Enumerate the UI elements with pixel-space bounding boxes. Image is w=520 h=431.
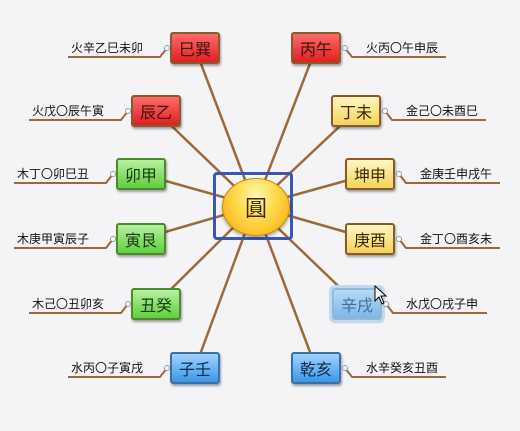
leaf-label[interactable]: 火丙〇午申辰 <box>366 41 439 55</box>
node-label: 卯甲 <box>124 166 157 185</box>
leaf-connector-line <box>385 303 487 314</box>
node-label: 庚酉 <box>353 231 386 250</box>
leaf-connector-line <box>29 110 129 121</box>
leaf-connector-line <box>398 173 500 184</box>
center-node[interactable]: 圓 <box>222 178 290 236</box>
collapse-dot-icon[interactable] <box>342 45 348 51</box>
leaf-connector-line <box>29 303 129 314</box>
leaf-label[interactable]: 木庚甲寅辰子 <box>17 232 90 246</box>
leaf-label[interactable]: 火辛乙巳未卯 <box>71 41 144 55</box>
collapse-dot-icon[interactable] <box>110 236 116 242</box>
leaf-label[interactable]: 金丁〇酉亥未 <box>420 232 493 246</box>
leaf-label[interactable]: 火戊〇辰午寅 <box>32 104 105 118</box>
node-geng-you[interactable]: 庚酉 <box>345 223 395 255</box>
node-label: 寅艮 <box>124 231 157 250</box>
node-label: 丙午 <box>299 40 332 59</box>
node-label: 坤申 <box>353 166 386 185</box>
leaf-label[interactable]: 金己〇未酉巳 <box>406 104 479 118</box>
leaf-connector-line <box>14 173 114 184</box>
leaf-label[interactable]: 木己〇丑卯亥 <box>32 297 105 311</box>
collapse-dot-icon[interactable] <box>382 108 388 114</box>
leaf-connector-line <box>68 47 168 58</box>
leaf-label[interactable]: 水丙〇子寅戌 <box>71 361 144 375</box>
collapse-dot-icon[interactable] <box>164 365 170 371</box>
leaf-connector-line <box>344 367 446 378</box>
collapse-dot-icon[interactable] <box>164 45 170 51</box>
collapse-dot-icon[interactable] <box>396 236 402 242</box>
collapse-dot-icon[interactable] <box>125 301 131 307</box>
node-kun-shen[interactable]: 坤申 <box>345 158 395 190</box>
collapse-dot-icon[interactable] <box>110 171 116 177</box>
mouse-cursor-icon <box>374 285 388 305</box>
leaf-connector-line <box>384 110 486 121</box>
node-qian-hai[interactable]: 乾亥 <box>291 352 341 384</box>
node-label: 丁未 <box>339 103 372 122</box>
leaf-connector-line <box>344 47 446 58</box>
node-si-xun[interactable]: 巳巽 <box>170 32 220 64</box>
node-label: 丑癸 <box>139 296 172 315</box>
node-yin-gen[interactable]: 寅艮 <box>116 223 166 255</box>
node-label: 辰乙 <box>139 103 172 122</box>
leaf-label[interactable]: 木丁〇卯巳丑 <box>17 167 90 181</box>
leaf-connector-line <box>398 238 500 249</box>
node-bing-wu[interactable]: 丙午 <box>291 32 341 64</box>
node-mao-jia[interactable]: 卯甲 <box>116 158 166 190</box>
node-label: 辛戌 <box>340 296 373 315</box>
node-ding-wei[interactable]: 丁未 <box>331 95 381 127</box>
leaf-label[interactable]: 金庚壬申戌午 <box>420 167 493 181</box>
node-label: 巳巽 <box>178 40 211 59</box>
node-chou-gui[interactable]: 丑癸 <box>131 288 181 320</box>
node-chen-yi[interactable]: 辰乙 <box>131 95 181 127</box>
node-zi-ren[interactable]: 子壬 <box>170 352 220 384</box>
leaf-label[interactable]: 水辛癸亥丑酉 <box>366 361 439 375</box>
collapse-dot-icon[interactable] <box>125 108 131 114</box>
center-selection-frame <box>213 172 293 240</box>
collapse-dot-icon[interactable] <box>396 171 402 177</box>
collapse-dot-icon[interactable] <box>383 301 389 307</box>
leaf-connector-line <box>14 238 114 249</box>
node-xin-xu[interactable]: 辛戌 <box>329 285 385 323</box>
leaf-connector-line <box>68 367 168 378</box>
node-label: 乾亥 <box>299 360 332 379</box>
collapse-dot-icon[interactable] <box>342 365 348 371</box>
leaf-label[interactable]: 水戊〇戌子申 <box>406 297 479 311</box>
center-node-label: 圓 <box>244 197 267 222</box>
node-label: 子壬 <box>178 360 211 379</box>
